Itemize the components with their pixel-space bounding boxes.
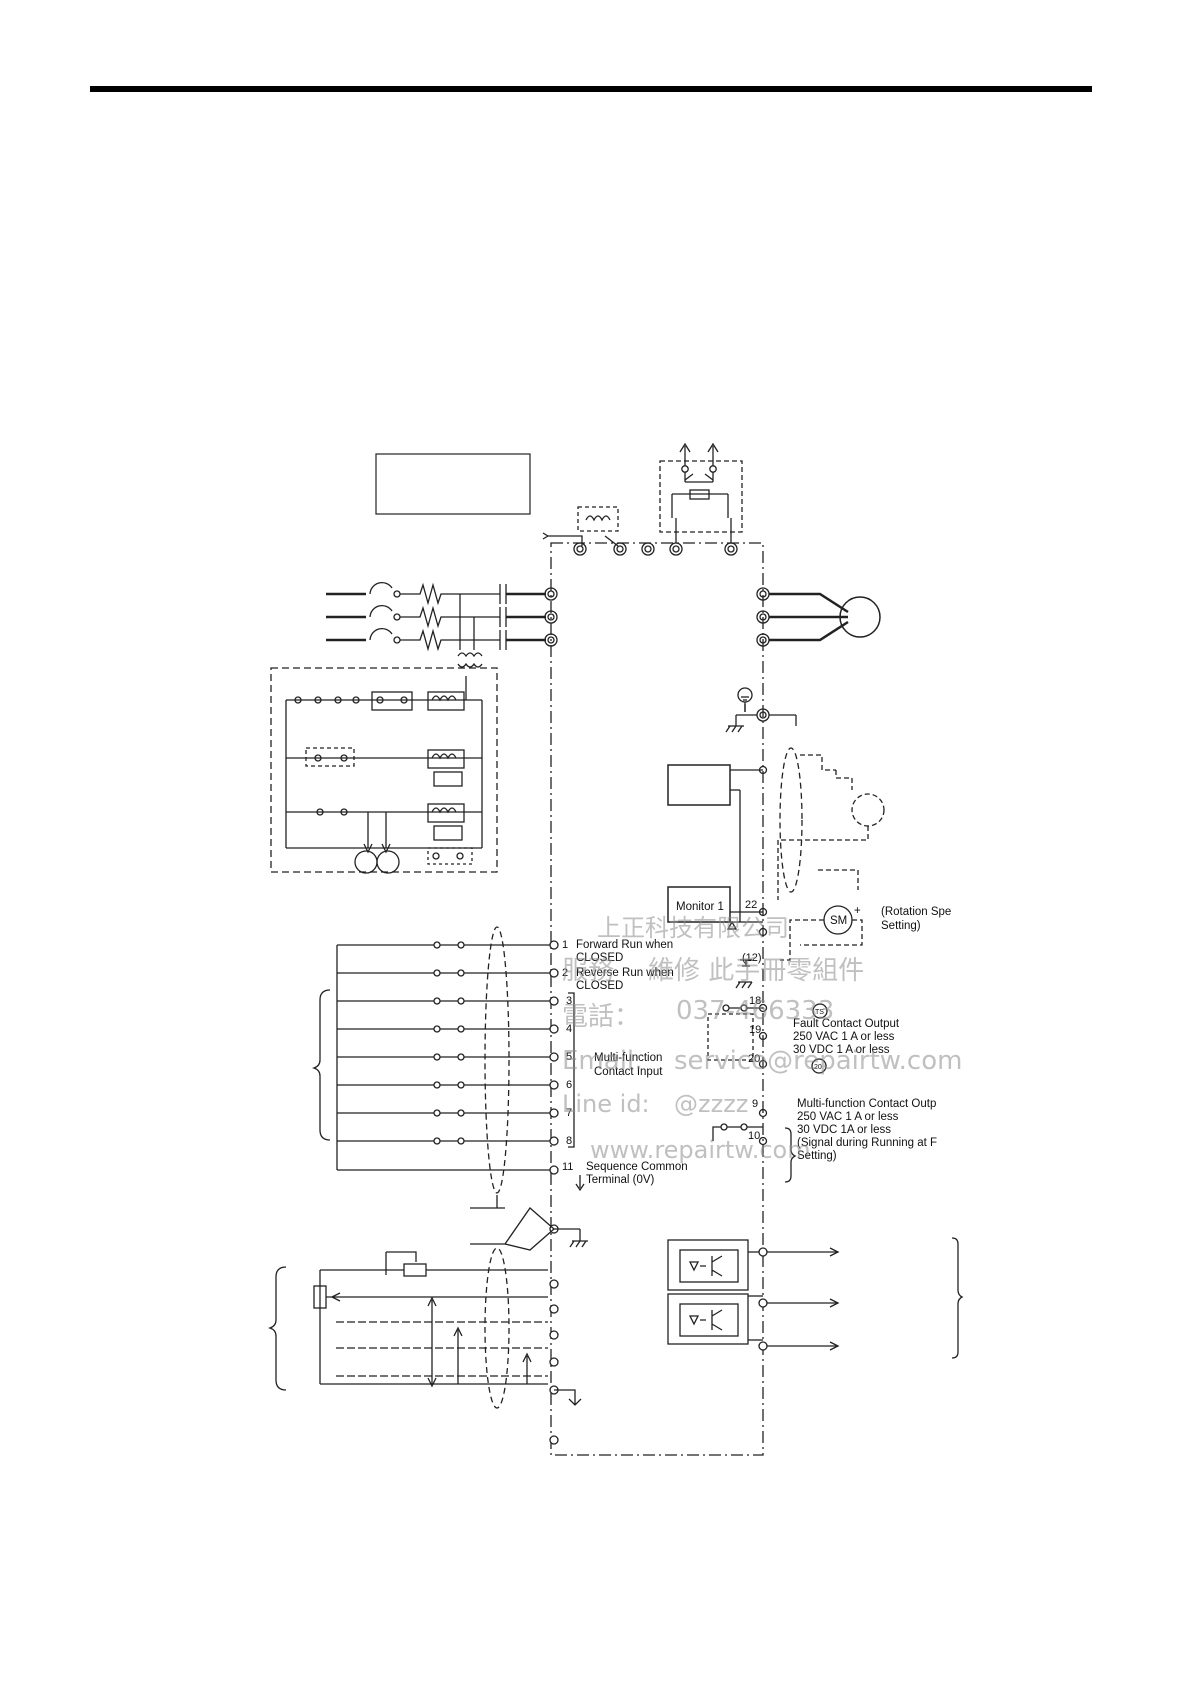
output-contacts xyxy=(707,921,828,1183)
reverse-run-label-1: Reverse Run when xyxy=(576,967,674,979)
terminal-12: (12) xyxy=(742,952,762,964)
reverse-run-label-2: CLOSED xyxy=(576,980,623,992)
power-input-lines xyxy=(326,581,558,668)
mf-output-label-5: Setting) xyxy=(797,1150,837,1162)
contact-input-wiring xyxy=(311,926,585,1194)
terminal-1: 1 xyxy=(562,939,568,951)
ts-mark: TS xyxy=(815,1009,824,1016)
terminal-11: 11 xyxy=(562,1161,573,1173)
analog-monitor-section xyxy=(667,747,885,989)
top-rule xyxy=(90,86,1092,92)
rotation-label-2: Setting) xyxy=(881,920,921,932)
opto-outputs xyxy=(667,1237,964,1359)
input-terminals xyxy=(549,940,559,1445)
rotation-label-1: (Rotation Spe xyxy=(881,906,951,918)
terminal-5: 5 xyxy=(566,1051,572,1063)
terminal-22: 22 xyxy=(745,899,757,911)
analog-input-wiring xyxy=(267,1195,588,1409)
title-box xyxy=(375,453,531,515)
terminal-18: 18 xyxy=(749,995,761,1007)
inverter-outline xyxy=(550,542,764,1456)
mf-output-label-4: (Signal during Running at F xyxy=(797,1137,937,1149)
fault-output-label-2: 250 VAC 1 A or less xyxy=(793,1031,895,1043)
mf-input-label-2: Contact Input xyxy=(594,1066,663,1078)
sm-plus: + xyxy=(854,905,861,917)
sm-label: SM xyxy=(830,915,847,927)
fault-output-label-3: 30 VDC 1 A or less xyxy=(793,1044,890,1056)
mf-output-label-1: Multi-function Contact Outp xyxy=(797,1098,936,1110)
ground-terminal xyxy=(725,687,797,733)
terminal-2: 2 xyxy=(562,967,568,979)
terminal-9: 9 xyxy=(752,1098,758,1110)
fault-output-label-1: Fault Contact Output xyxy=(793,1018,900,1030)
motor-output xyxy=(756,587,881,647)
braking-resistor-unit xyxy=(659,442,743,533)
terminal-4: 4 xyxy=(566,1023,572,1035)
mf-output-label-3: 30 VDC 1A or less xyxy=(797,1124,891,1136)
terminal-7: 7 xyxy=(566,1107,572,1119)
dc-reactor xyxy=(542,506,619,547)
terminal-10: 10 xyxy=(748,1130,760,1142)
sequence-control-circuit xyxy=(270,667,498,874)
mark-20: 20 xyxy=(814,1064,822,1071)
terminal-3: 3 xyxy=(566,995,572,1007)
monitor-label: Monitor 1 xyxy=(676,901,724,913)
mf-input-label-1: Multi-function xyxy=(594,1052,662,1064)
dc-terminals xyxy=(573,518,738,556)
forward-run-label-1: Forward Run when xyxy=(576,939,673,951)
terminal-6: 6 xyxy=(566,1079,572,1091)
forward-run-label-2: CLOSED xyxy=(576,952,623,964)
seq-common-label-1: Sequence Common xyxy=(586,1161,688,1173)
terminal-20: 20 xyxy=(748,1053,760,1065)
terminal-19: 19 xyxy=(749,1024,761,1036)
seq-common-label-2: Terminal (0V) xyxy=(586,1174,655,1186)
mf-output-label-2: 250 VAC 1 A or less xyxy=(797,1111,899,1123)
terminal-8: 8 xyxy=(566,1135,572,1147)
